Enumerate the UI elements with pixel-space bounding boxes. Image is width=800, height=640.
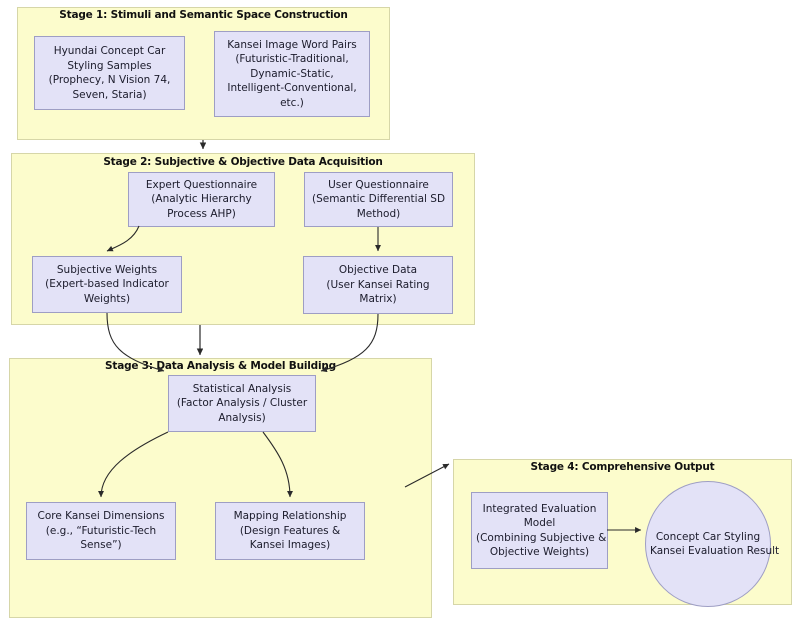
node-line: Matrix) — [359, 293, 397, 306]
node-line: (e.g., “Futuristic-Tech — [45, 524, 157, 537]
node-line: (Combining Subjective & — [476, 531, 607, 544]
node-line: Intelligent-Conventional, — [227, 82, 357, 95]
node-line: Subjective Weights — [56, 263, 158, 276]
node-line: (Expert-based Indicator — [45, 278, 169, 291]
stage-2-title: Stage 2: Subjective & Objective Data Acq… — [103, 156, 383, 168]
node-line: Mapping Relationship — [233, 510, 347, 523]
stage-3-title: Stage 3: Data Analysis & Model Building — [105, 360, 336, 372]
node-line: Kansei Image Word Pairs — [227, 38, 357, 51]
node-line: Objective Weights) — [489, 546, 590, 558]
node-line: Process AHP) — [167, 207, 236, 220]
node-line: (Futuristic-Traditional, — [235, 53, 349, 66]
node-line: Styling Samples — [67, 59, 152, 72]
node-line: Statistical Analysis — [192, 382, 292, 395]
node-line: (Prophecy, N Vision 74, — [48, 74, 171, 86]
node-line: (Analytic Hierarchy — [151, 193, 252, 206]
node-line: Kansei Evaluation Result — [650, 545, 780, 557]
node-line: etc.) — [280, 96, 304, 109]
node-line: Objective Data — [338, 264, 418, 277]
node-line: Method) — [356, 207, 401, 220]
node-line: Seven, Staria) — [72, 88, 147, 101]
node-expert-questionnaire[interactable]: Expert Questionnaire (Analytic Hierarchy… — [128, 172, 275, 227]
node-hyundai-samples[interactable]: Hyundai Concept Car Styling Samples (Pro… — [34, 36, 185, 110]
node-line: Integrated Evaluation — [482, 502, 597, 515]
stage-4-title: Stage 4: Comprehensive Output — [530, 461, 715, 473]
node-line: Model — [523, 517, 556, 529]
node-line: Dynamic-Static, — [250, 67, 334, 80]
node-line: (Design Features & — [239, 524, 341, 537]
node-line: Weights) — [83, 292, 131, 305]
node-line: Hyundai Concept Car — [53, 45, 166, 57]
node-core-kansei-dimensions[interactable]: Core Kansei Dimensions (e.g., “Futuristi… — [26, 502, 176, 560]
node-line: (User Kansei Rating — [326, 278, 430, 291]
node-kansei-word-pairs[interactable]: Kansei Image Word Pairs (Futuristic-Trad… — [214, 31, 370, 117]
stage-1-title: Stage 1: Stimuli and Semantic Space Cons… — [59, 9, 348, 21]
node-statistical-analysis[interactable]: Statistical Analysis (Factor Analysis / … — [168, 375, 316, 432]
node-integrated-evaluation-model[interactable]: Integrated Evaluation Model (Combining S… — [471, 492, 608, 569]
node-line: Sense”) — [80, 539, 122, 552]
node-line: Kansei Images) — [249, 539, 331, 552]
node-objective-data[interactable]: Objective Data (User Kansei Rating Matri… — [303, 256, 453, 314]
node-line: Concept Car Styling — [655, 530, 761, 543]
node-evaluation-result[interactable]: Concept Car Styling Kansei Evaluation Re… — [645, 481, 780, 607]
node-line: Analysis) — [218, 411, 266, 424]
node-line: Expert Questionnaire — [145, 178, 258, 191]
node-user-questionnaire[interactable]: User Questionnaire (Semantic Differentia… — [304, 172, 453, 227]
node-line: Core Kansei Dimensions — [37, 510, 165, 523]
node-line: User Questionnaire — [328, 178, 429, 191]
node-mapping-relationship[interactable]: Mapping Relationship (Design Features & … — [215, 502, 365, 560]
node-subjective-weights[interactable]: Subjective Weights (Expert-based Indicat… — [32, 256, 182, 313]
node-line: (Factor Analysis / Cluster — [176, 397, 308, 410]
node-line: (Semantic Differential SD — [311, 193, 446, 206]
